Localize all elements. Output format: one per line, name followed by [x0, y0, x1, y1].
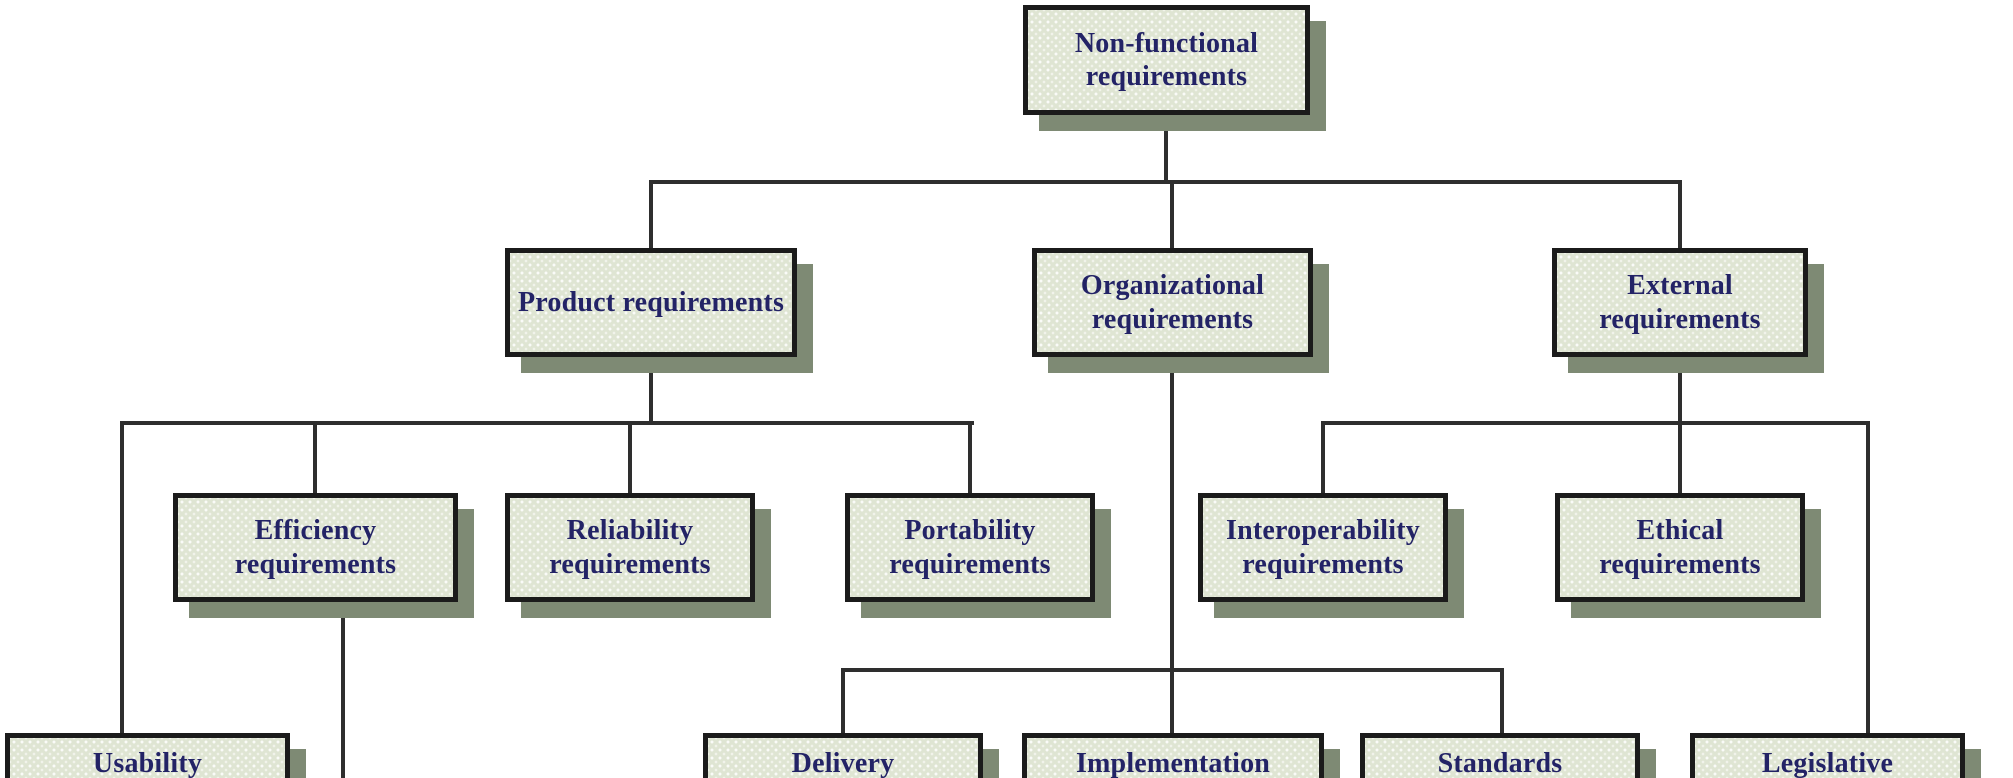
connector-drop-organizational: [1170, 180, 1174, 250]
node-portability-requirements: Portability requirements: [845, 493, 1095, 602]
node-implementation-requirements: Implementation: [1022, 733, 1324, 778]
connector-drop-reliability: [628, 421, 632, 495]
connector-drop-usability: [120, 421, 124, 735]
node-label: Non-functional requirements: [1074, 27, 1259, 92]
node-ethical-requirements: Ethical requirements: [1555, 493, 1805, 602]
node-legislative-requirements: Legislative: [1690, 733, 1965, 778]
connector-efficiency-children: [341, 600, 345, 778]
connector-drop-external: [1678, 180, 1682, 250]
connector-drop-portability: [968, 421, 972, 495]
node-efficiency-requirements: Efficiency requirements: [173, 493, 458, 602]
connector-drop-legislative: [1866, 421, 1870, 735]
node-label: Usability: [92, 748, 203, 778]
node-label: Legislative: [1761, 748, 1894, 778]
node-label: Portability requirements: [889, 515, 1051, 580]
connector-external-rail: [1321, 421, 1870, 425]
connector-product-feed: [649, 355, 653, 425]
node-organizational-requirements: Organizational requirements: [1032, 248, 1313, 357]
node-label: Efficiency requirements: [234, 515, 397, 580]
connector-drop-product: [649, 180, 653, 250]
connector-level2-rail: [649, 180, 1682, 184]
node-delivery-requirements: Delivery: [703, 733, 983, 778]
connector-drop-standards: [1500, 668, 1504, 735]
node-reliability-requirements: Reliability requirements: [505, 493, 755, 602]
node-interoperability-requirements: Interoperability requirements: [1198, 493, 1448, 602]
connector-organizational-feed: [1170, 355, 1174, 735]
connector-top-feed: [1164, 113, 1168, 184]
node-label: Product requirements: [517, 286, 785, 318]
node-external-requirements: External requirements: [1552, 248, 1808, 357]
node-product-requirements: Product requirements: [505, 248, 797, 357]
connector-drop-efficiency: [313, 421, 317, 495]
node-label: Standards: [1437, 748, 1563, 778]
node-label: Organizational requirements: [1080, 270, 1265, 335]
node-label: Delivery: [791, 748, 895, 778]
connector-drop-delivery: [841, 668, 845, 735]
node-label: Implementation: [1075, 748, 1271, 778]
connector-product-rail: [120, 421, 974, 425]
node-label: Interoperability requirements: [1225, 515, 1420, 580]
connector-external-feed: [1678, 355, 1682, 495]
node-label: Ethical requirements: [1599, 515, 1761, 580]
node-label: Reliability requirements: [549, 515, 711, 580]
connector-drop-interoperability: [1321, 421, 1325, 495]
node-usability-requirements: Usability: [5, 733, 290, 778]
node-nonfunctional-requirements: Non-functional requirements: [1023, 5, 1310, 115]
node-label: External requirements: [1599, 270, 1761, 335]
connector-organizational-rail: [841, 668, 1504, 672]
node-standards-requirements: Standards: [1360, 733, 1640, 778]
